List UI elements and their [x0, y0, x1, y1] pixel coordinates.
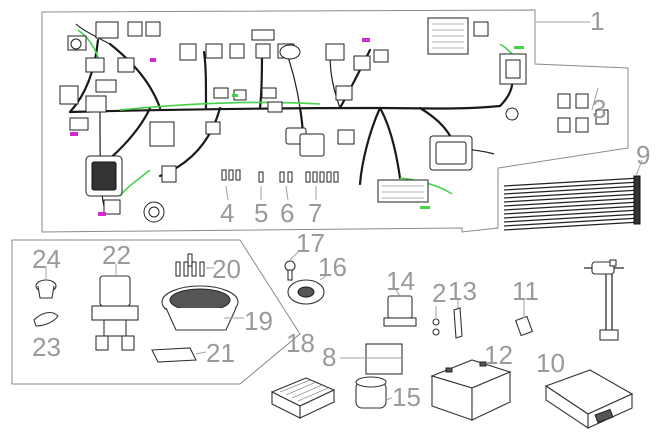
callout-21: 21	[206, 338, 235, 368]
leader-lines	[45, 21, 643, 401]
callout-19: 19	[244, 306, 273, 336]
callout-23: 23	[32, 332, 61, 362]
part-21-bracket	[151, 347, 197, 363]
callout-9: 9	[636, 140, 650, 170]
callout-7: 7	[308, 198, 322, 228]
relay-set	[557, 93, 609, 133]
part-24-grommet	[35, 279, 57, 299]
part-8-label	[365, 343, 403, 375]
callout-14: 14	[386, 266, 415, 296]
harness-panel-frame	[41, 9, 629, 233]
part-16-horn	[287, 279, 325, 305]
callout-24: 24	[32, 244, 61, 274]
callout-17: 17	[296, 228, 325, 258]
part-22-ignition-switch	[91, 275, 139, 351]
part-10-ecu	[544, 369, 634, 430]
harness-connectors	[59, 17, 527, 223]
instrument-panel-frame	[11, 239, 301, 385]
callout-1: 1	[590, 6, 604, 36]
part-17-bolt	[284, 260, 296, 281]
part-15-regulator	[355, 376, 387, 409]
part-23-clip	[33, 311, 59, 327]
callout-numbers: 1 3 9 4 5 6 7 24 22 20 19 23 21 18 17 16…	[32, 6, 650, 412]
callout-22: 22	[102, 240, 131, 270]
callout-6: 6	[280, 198, 294, 228]
callout-10: 10	[536, 348, 565, 378]
part-11-sensor	[514, 315, 534, 337]
callout-3: 3	[592, 94, 606, 124]
callout-5: 5	[254, 198, 268, 228]
callout-15: 15	[392, 382, 421, 412]
callout-20: 20	[212, 254, 241, 284]
callout-4: 4	[220, 198, 234, 228]
callout-16: 16	[318, 252, 347, 282]
sensor-with-lead	[584, 259, 624, 341]
part-20-screws	[175, 253, 205, 277]
rectifier-regulator	[270, 377, 336, 419]
part-19-instrument-cluster	[161, 285, 239, 331]
cable-ties	[503, 175, 641, 231]
callout-11: 11	[512, 276, 539, 306]
callout-18: 18	[286, 328, 315, 358]
callout-2: 2	[432, 278, 446, 308]
callout-12: 12	[484, 340, 513, 370]
callout-13: 13	[448, 276, 477, 306]
part-12-battery	[430, 359, 512, 421]
part-2-washers	[432, 318, 440, 336]
part-13-strap	[453, 307, 463, 339]
part-14-relay	[383, 295, 417, 327]
callout-8: 8	[322, 342, 336, 372]
